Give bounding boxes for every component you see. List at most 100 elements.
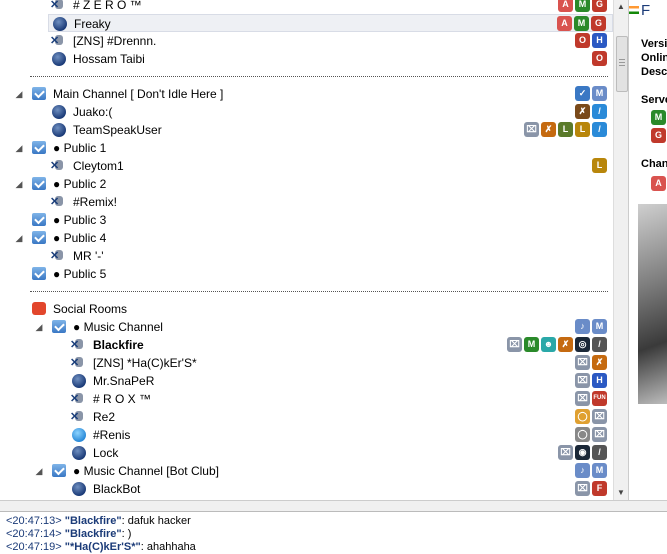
client-status-icon	[72, 482, 86, 496]
group-badge-icon: ◎	[575, 337, 590, 352]
server-group-g-icon: G	[651, 128, 666, 143]
group-badge-icon: /	[592, 337, 607, 352]
channel-row[interactable]: ◢● Public 1	[0, 139, 613, 157]
client-name: Hossam Taibi	[73, 52, 145, 66]
expand-arrow-icon[interactable]: ◢	[15, 179, 23, 189]
client-row[interactable]: #Renis◯⌧	[0, 426, 613, 444]
client-name: TeamSpeakUser	[73, 123, 162, 137]
muted-mic-icon	[50, 195, 66, 209]
group-badge-icon: A	[557, 16, 572, 31]
group-badge-icon: ✗	[541, 122, 556, 137]
channel-icon	[32, 231, 46, 244]
scroll-up-arrow[interactable]: ▲	[617, 2, 625, 11]
client-row[interactable]: #Remix!	[0, 193, 613, 211]
group-badge-icon: ⌧	[575, 355, 590, 370]
scroll-thumb[interactable]	[616, 36, 628, 92]
channel-icon	[52, 464, 66, 477]
group-badge-icon: M	[592, 86, 607, 101]
expand-arrow-icon[interactable]: ◢	[35, 322, 43, 332]
channel-name: Social Rooms	[53, 302, 128, 316]
group-badge-icon: ♪	[575, 319, 590, 334]
group-badge-icon: /	[592, 445, 607, 460]
group-badges: ♪M	[575, 319, 607, 335]
client-row[interactable]: # R O X ™⌧FUN	[0, 390, 613, 408]
scroll-down-arrow[interactable]: ▼	[617, 488, 625, 497]
group-badge-icon: M	[574, 16, 589, 31]
channel-row[interactable]: ● Public 3	[0, 211, 613, 229]
group-badge-icon: ⌧	[575, 373, 590, 388]
expand-arrow-icon[interactable]: ◢	[35, 466, 43, 476]
group-badges: ✓M	[575, 86, 607, 102]
channel-row[interactable]: ◢● Music Channel [Bot Club]♪M	[0, 462, 613, 480]
chat-timestamp: <20:47:13>	[6, 515, 62, 527]
client-name: Lock	[93, 446, 119, 460]
chat-message: <20:47:14> "Blackfire": )	[6, 528, 131, 541]
group-badges: L	[592, 158, 607, 174]
client-row[interactable]: Hossam Taibi O	[0, 50, 613, 68]
avatar-image	[638, 204, 667, 404]
info-channel-label: Chan	[641, 158, 667, 170]
channel-row[interactable]: ◢Main Channel [ Don't Idle Here ]✓M	[0, 85, 613, 103]
chat-nick[interactable]: "*Ha(C)kEr'S*"	[64, 541, 141, 553]
chat-log[interactable]: <20:47:13> "Blackfire": dafuk hacker <20…	[0, 511, 667, 554]
group-badge-icon: M	[575, 0, 590, 12]
info-version-label: Versi	[641, 38, 667, 50]
group-badges: ♪M	[575, 463, 607, 479]
channel-row[interactable]: ◢● Music Channel♪M	[0, 318, 613, 336]
client-row[interactable]: Re2◯⌧	[0, 408, 613, 426]
group-badge-icon: /	[592, 122, 607, 137]
chat-message: <20:47:19> "*Ha(C)kEr'S*": ahahhaha	[6, 541, 196, 554]
group-badge-icon: M	[592, 319, 607, 334]
group-badge-icon: ✗	[592, 355, 607, 370]
channel-row[interactable]: Social Rooms	[0, 300, 613, 318]
group-badge-icon: ♪	[575, 463, 590, 478]
channel-icon	[32, 267, 46, 280]
group-badge-icon: ⌧	[575, 391, 590, 406]
chat-timestamp: <20:47:19>	[6, 541, 62, 553]
group-badge-icon: O	[592, 51, 607, 66]
client-row[interactable]: Juako:(✗/	[0, 103, 613, 121]
chat-nick[interactable]: "Blackfire"	[64, 528, 122, 540]
channel-icon	[32, 213, 46, 226]
tree-scrollbar[interactable]: ▲ ▼	[613, 0, 628, 500]
client-status-icon	[52, 52, 66, 66]
client-name: #Remix!	[73, 195, 118, 209]
expand-arrow-icon[interactable]: ◢	[15, 89, 23, 99]
client-row[interactable]: Lock⌧◉/	[0, 444, 613, 462]
group-badge-icon: A	[558, 0, 573, 12]
channel-name: ● Public 3	[53, 213, 107, 227]
chat-nick[interactable]: "Blackfire"	[64, 515, 122, 527]
channel-row[interactable]: ◢● Public 2	[0, 175, 613, 193]
info-description-label: Desc	[641, 66, 667, 78]
client-row[interactable]: [ZNS] #Drennn.OH	[0, 32, 613, 50]
group-badge-icon: ☻	[541, 337, 556, 352]
client-row[interactable]: BlackBot⌧F	[0, 480, 613, 498]
chat-text: : dafuk hacker	[121, 515, 191, 527]
group-badge-icon: ⌧	[524, 122, 539, 137]
client-name: Blackfire	[93, 338, 144, 352]
client-name: # Z E R O ™	[73, 0, 142, 12]
client-name: Mr.SnaPeR	[93, 374, 155, 388]
group-badge-icon: H	[592, 373, 607, 388]
server-group-m-icon: M	[651, 110, 666, 125]
client-row[interactable]: [ZNS] *Ha(C)kEr'S*⌧✗	[0, 354, 613, 372]
client-row[interactable]: Mr.SnaPeR ⌧H	[0, 372, 613, 390]
muted-mic-icon	[50, 249, 66, 263]
chat-timestamp: <20:47:14>	[6, 528, 62, 540]
channel-row[interactable]: ● Public 5	[0, 265, 613, 283]
client-row[interactable]: MR '-'	[0, 247, 613, 265]
channel-row[interactable]: ◢● Public 4	[0, 229, 613, 247]
expand-arrow-icon[interactable]: ◢	[15, 233, 23, 243]
flag-icon	[629, 6, 639, 14]
group-badge-icon: ⌧	[558, 445, 573, 460]
client-row[interactable]: Blackfire⌧M☻✗◎/	[0, 336, 613, 354]
expand-arrow-icon[interactable]: ◢	[15, 143, 23, 153]
client-status-icon	[52, 105, 66, 119]
